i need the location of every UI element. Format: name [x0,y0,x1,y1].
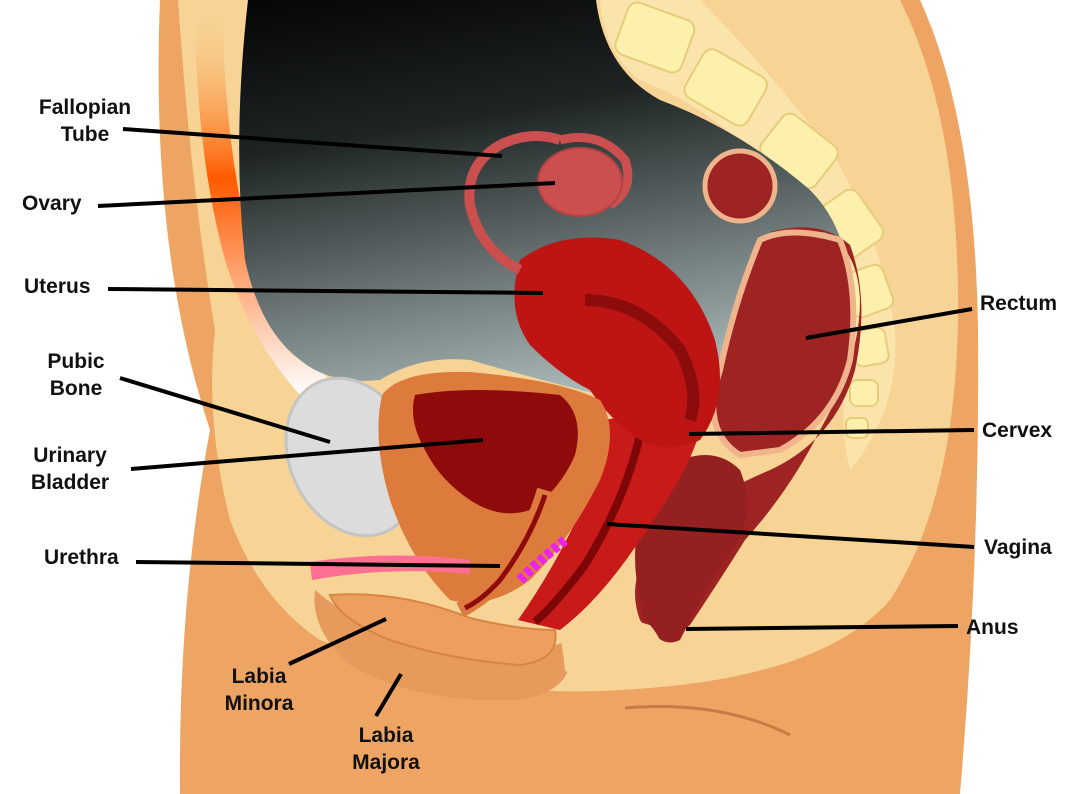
fallopian-tube-label-line: Fallopian [39,96,131,119]
sigmoid-colon [702,148,778,224]
rectum-label-line: Rectum [980,292,1057,315]
urethra-pointer-line [135,560,501,568]
glands-shape [516,536,569,584]
uterine-cavity [584,294,700,422]
fallopian-tube-shape [464,131,562,275]
vagina-canal [532,434,644,626]
urethra-label-line: Urethra [44,546,119,569]
uterus-shape [514,237,720,448]
labia-minora-label-line: Minora [225,692,294,715]
cervex-label-line: Cervex [982,419,1052,442]
rectum-label: Rectum [980,292,1057,315]
anus-label-line: Anus [966,616,1019,639]
urethra-label: Urethra [44,546,119,569]
ovary-label-line: Ovary [22,192,82,215]
uterus-pointer-line [107,287,544,295]
perineum [560,618,663,690]
vagina-pointer-line [606,522,975,549]
uterus-label-line: Uterus [24,275,91,298]
labia-majora-pointer-line [374,672,403,718]
labia-majora-label-line: Majora [352,751,420,774]
labia-minora-label-line: Labia [232,665,287,688]
vagina-label-line: Vagina [984,536,1052,559]
pubic-bone-label-line: Bone [50,377,103,400]
rectum-upper [710,229,857,459]
urinary-bladder-pointer-line [130,438,484,471]
cervex-pointer-line [688,428,975,436]
clitoris-shape [310,555,470,580]
rectum-pointer-line [805,307,973,340]
bladder-shape [412,390,578,514]
abdominal-muscle [195,0,330,395]
vagina-label: Vagina [984,536,1052,559]
cervex-label: Cervex [982,419,1052,442]
labia-majora-shape [314,590,572,701]
fimbriae [558,133,633,209]
labia-minora-shape [328,593,557,667]
thigh-crease [624,705,791,737]
urinary-bladder-label-line: Bladder [31,471,109,494]
fallopian-tube-label-line: Tube [61,123,110,146]
urinary-bladder-label-line: Urinary [33,444,107,467]
fallopian-tube-pointer-line [122,127,503,158]
urethra-lumen [463,494,548,611]
ovary-pointer-line [97,181,556,208]
pubic-bone-pointer-line [119,376,331,444]
pubic-bone-label-line: Pubic [47,350,104,373]
anus-pointer-line [685,624,959,631]
uterus-label: Uterus [24,275,91,298]
ovary-label: Ovary [22,192,82,215]
labia-minora-pointer-line [288,617,387,666]
anus-label: Anus [966,616,1019,639]
labia-majora-label-line: Labia [359,724,414,747]
